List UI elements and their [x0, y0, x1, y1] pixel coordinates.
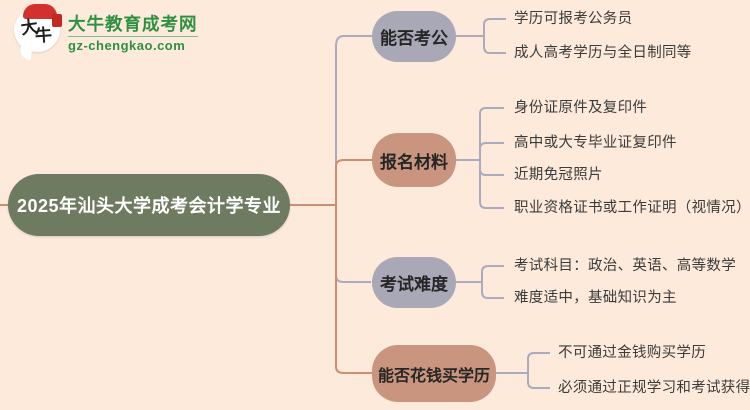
leaf-item: 近期免冠照片	[514, 167, 603, 183]
leaf-item: 成人高考学历与全日制同等	[514, 45, 692, 61]
wire-branch-1	[335, 35, 372, 205]
logo-char-2: 牛	[34, 25, 53, 47]
site-domain: gz-chengkao.com	[68, 36, 198, 53]
logo-red-seal-icon	[52, 14, 62, 27]
leaf-item: 高中或大专毕业证复印件	[514, 135, 677, 151]
leaf-item: 必须通过正规学习和考试获得	[558, 380, 750, 396]
site-name: 大牛教育成考网	[68, 14, 198, 34]
site-logo: 大 牛 大牛教育成考网 gz-chengkao.com	[14, 4, 198, 53]
branch-node-exam-civil-service: 能否考公	[372, 11, 456, 62]
leaf-item: 不可通过金钱购买学历	[558, 345, 706, 361]
wire-branch-3	[335, 205, 371, 283]
logo-speech-bubble-icon: 大 牛	[14, 4, 62, 52]
leaf-item: 职业资格证书或工作证明（视情况）	[514, 200, 750, 216]
leaf-item: 考试科目：政治、英语、高等数学	[514, 258, 736, 274]
leaf-item: 身份证原件及复印件	[514, 100, 648, 116]
mindmap-root-node: 2025年汕头大学成考会计学专业	[8, 174, 290, 236]
logo-red-arc	[23, 4, 57, 19]
wire-branch-2	[335, 159, 372, 205]
branch-node-buy-diploma: 能否花钱买学历	[372, 345, 496, 402]
leaf-item: 难度适中，基础知识为主	[514, 290, 677, 306]
wire-branch-4	[335, 205, 372, 374]
branch-node-exam-difficulty: 考试难度	[372, 257, 456, 308]
leaf-item: 学历可报考公务员	[514, 11, 633, 27]
branch-node-registration-materials: 报名材料	[372, 133, 456, 187]
